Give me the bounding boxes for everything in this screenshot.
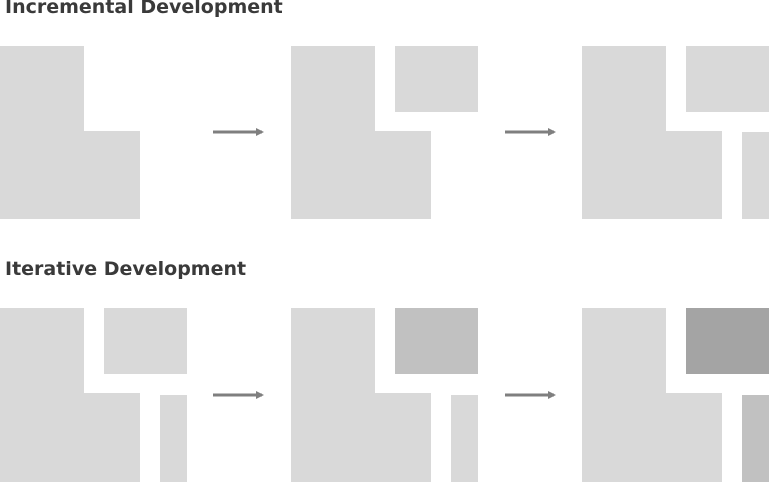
iterative-development-title: Iterative Development	[5, 258, 247, 280]
l-shape-block	[582, 46, 722, 219]
l-shape-block	[582, 308, 722, 482]
top-right-block	[686, 308, 769, 374]
incremental-stage-2	[291, 46, 478, 219]
iterative-stage-1	[0, 308, 187, 482]
incremental-stage-1	[0, 46, 140, 219]
top-right-block	[686, 46, 769, 112]
bottom-right-bar	[742, 132, 769, 219]
iterative-stage-3	[582, 308, 769, 482]
incremental-stage-3	[582, 46, 769, 219]
incremental-row	[0, 46, 769, 219]
bottom-right-bar	[160, 395, 187, 482]
iterative-stage-2	[291, 308, 478, 482]
bottom-right-bar	[742, 395, 769, 482]
l-shape-block	[291, 308, 431, 482]
incremental-development-title: Incremental Development	[5, 0, 283, 18]
bottom-right-bar	[451, 395, 478, 482]
l-shape-block	[0, 308, 140, 482]
top-right-block	[395, 308, 478, 374]
top-right-block	[104, 308, 187, 374]
top-right-block	[395, 46, 478, 112]
iterative-row	[0, 308, 769, 482]
l-shape-block	[291, 46, 431, 219]
l-shape-block	[0, 46, 140, 219]
